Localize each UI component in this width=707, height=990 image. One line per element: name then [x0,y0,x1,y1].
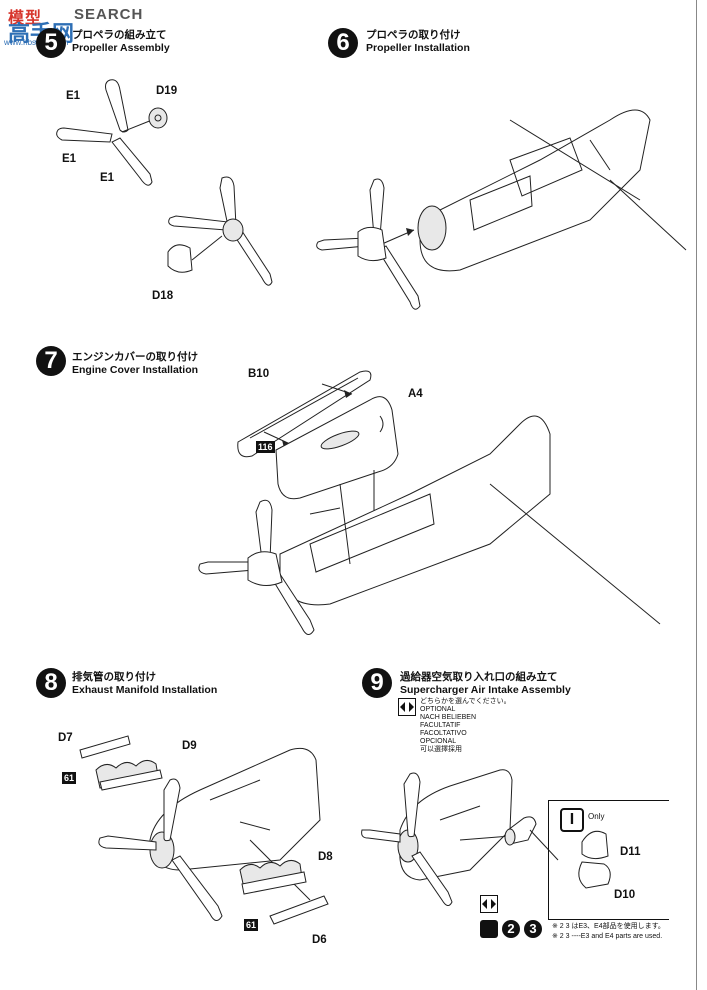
watermark-brand: 模型 [8,10,43,27]
page-border [696,0,697,990]
step-7-title-jp: エンジンカバーの取り付け [72,351,198,363]
part-d9: D9 [182,740,197,752]
optional-line: どちらかを選んでください。 [420,698,511,705]
part-e1-bottom: E1 [100,172,115,184]
part-e1-top: E1 [66,90,81,102]
optional-icon [398,698,416,716]
step-6-title-jp: プロペラの取り付け [366,29,461,41]
note-jp: ※ 2 3 はE3、E4部品を使用します。 [552,923,665,930]
step-9-title-en: Supercharger Air Intake Assembly [400,684,571,696]
propeller-assembly-drawing [56,79,273,286]
step-5-title-jp: プロペラの組み立て [72,29,167,41]
version-2-icon: 2 [502,920,520,938]
version-1-bracket [548,800,669,920]
step-5-title-en: Propeller Assembly [72,42,170,54]
supercharger-intake-drawing [361,769,611,906]
step-8-title-jp: 排気管の取り付け [72,671,156,683]
part-d6: D6 [312,934,327,946]
engine-cover-drawing [198,370,661,635]
version-3-icon: 3 [524,920,542,938]
part-a4: A4 [408,388,423,400]
step-7-number: 7 [36,346,66,376]
optional-line: FACULTATIF [420,722,461,729]
step-9-number: 9 [362,668,392,698]
part-d11: D11 [620,846,641,858]
optional-line: FACOLTATIVO [420,730,467,737]
version-1-only-label: Only [588,812,605,821]
step-7-title-en: Engine Cover Installation [72,364,199,376]
exhaust-manifold-drawing [79,735,329,925]
part-d10: D10 [614,889,636,901]
optional-line: OPCIONAL [420,738,457,745]
part-d19: D19 [156,85,178,97]
color-badge-61-bottom: 61 [244,919,259,931]
step-9-title-jp: 過給器空気取り入れ口の組み立て [400,671,558,683]
pencil-icon [480,920,498,938]
step-8-title-en: Exhaust Manifold Installation [72,684,218,696]
part-b10: B10 [248,368,270,380]
optional-line: OPTIONAL [420,706,456,713]
step-6-number: 6 [328,28,358,58]
watermark-search: SEARCH [74,6,144,23]
optional-line: 可以選擇採用 [420,746,462,753]
propeller-installation-drawing [316,109,687,310]
step-8-number: 8 [36,668,66,698]
color-badge-116: 116 [256,441,275,453]
part-e1-left: E1 [62,153,77,165]
part-d7: D7 [58,732,73,744]
step-5-number: 5 [36,28,66,58]
optional-notes: どちらかを選んでください。 OPTIONAL NACH BELIEBEN FAC… [420,698,511,754]
part-d18: D18 [152,290,174,302]
version-1-icon: I [560,808,584,832]
step-6-title-en: Propeller Installation [366,42,470,54]
color-badge-61-top: 61 [62,772,77,784]
optional-line: NACH BELIEBEN [420,714,477,721]
note-en: ※ 2 3 ----E3 and E4 parts are used. [552,933,663,940]
optional-icon-bottom [480,895,498,913]
part-d8: D8 [318,851,333,863]
